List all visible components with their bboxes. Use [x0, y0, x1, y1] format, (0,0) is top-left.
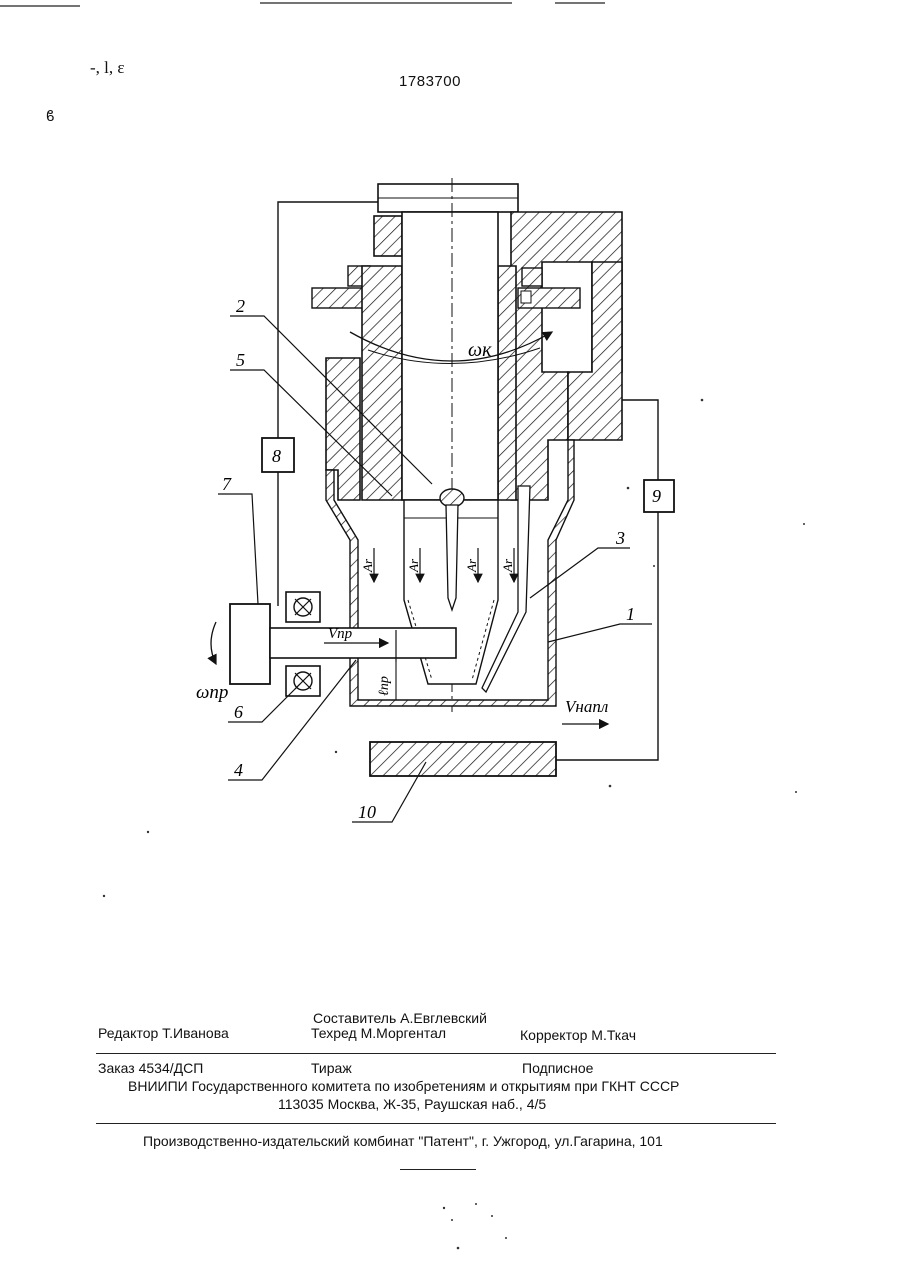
workpiece	[370, 742, 556, 776]
gas-label-2: Ar	[406, 558, 421, 573]
organization-line: ВНИИПИ Государственного комитета по изоб…	[128, 1078, 679, 1094]
gas-label-4: Ar	[500, 558, 515, 573]
seal-block-left	[374, 216, 402, 256]
electrode-head	[440, 489, 464, 507]
callout-1: 1	[626, 604, 635, 624]
callout-10: 10	[358, 802, 376, 822]
sleeve-right	[498, 266, 516, 500]
gas-label-3: Ar	[464, 558, 479, 573]
cable-right	[622, 400, 658, 480]
callout-2: 2	[236, 296, 245, 316]
deposition-speed-label: Vнапл	[565, 697, 608, 716]
bearing-right	[522, 268, 542, 286]
callout-5: 5	[236, 350, 245, 370]
bottom-scan-specks	[0, 1190, 900, 1260]
wire-feed-speed-label: Vпр	[328, 626, 353, 642]
sleeve-left	[362, 266, 402, 500]
subscription-line: Подписное	[522, 1060, 593, 1076]
motor-block	[230, 604, 270, 684]
imprint-rule-top	[96, 1053, 776, 1054]
angular-speed-wire-label: ωпр	[196, 682, 228, 703]
gas-label-1: Ar	[360, 558, 375, 573]
angular-speed-head-label: ωк	[468, 339, 492, 361]
circulation-line: Тираж	[311, 1060, 352, 1076]
lower-bearing-top	[286, 592, 320, 622]
callout-9: 9	[652, 486, 661, 506]
address-line: 113035 Москва, Ж-35, Раушская наб., 4/5	[278, 1096, 546, 1112]
callout-7: 7	[222, 474, 232, 494]
proofreader-line: Корректор М.Ткач	[520, 1027, 636, 1043]
callout-8: 8	[272, 446, 281, 466]
order-line: Заказ 4534/ДСП	[98, 1060, 203, 1076]
publisher-line: Производственно-издательский комбинат "П…	[143, 1133, 663, 1149]
tech-editor-line: Техред М.Моргентал	[311, 1025, 446, 1041]
compiler-line: Составитель А.Евглевский	[313, 1010, 487, 1026]
imprint-rule-bottom	[96, 1123, 776, 1124]
callout-6: 6	[234, 702, 243, 722]
callout-4: 4	[234, 760, 243, 780]
end-rule	[400, 1169, 476, 1170]
distance-label: ℓпр	[377, 676, 392, 696]
editor-line: Редактор Т.Иванова	[98, 1025, 229, 1041]
technical-drawing: 2 5 8 7 6 4 10 9 3 1 ωк ωпр Vпр Vнапл ℓп…	[0, 0, 900, 900]
scan-edge-lines	[0, 3, 605, 6]
lower-bearing-bottom	[286, 666, 320, 696]
callout-3: 3	[615, 528, 625, 548]
electrode	[446, 505, 458, 610]
